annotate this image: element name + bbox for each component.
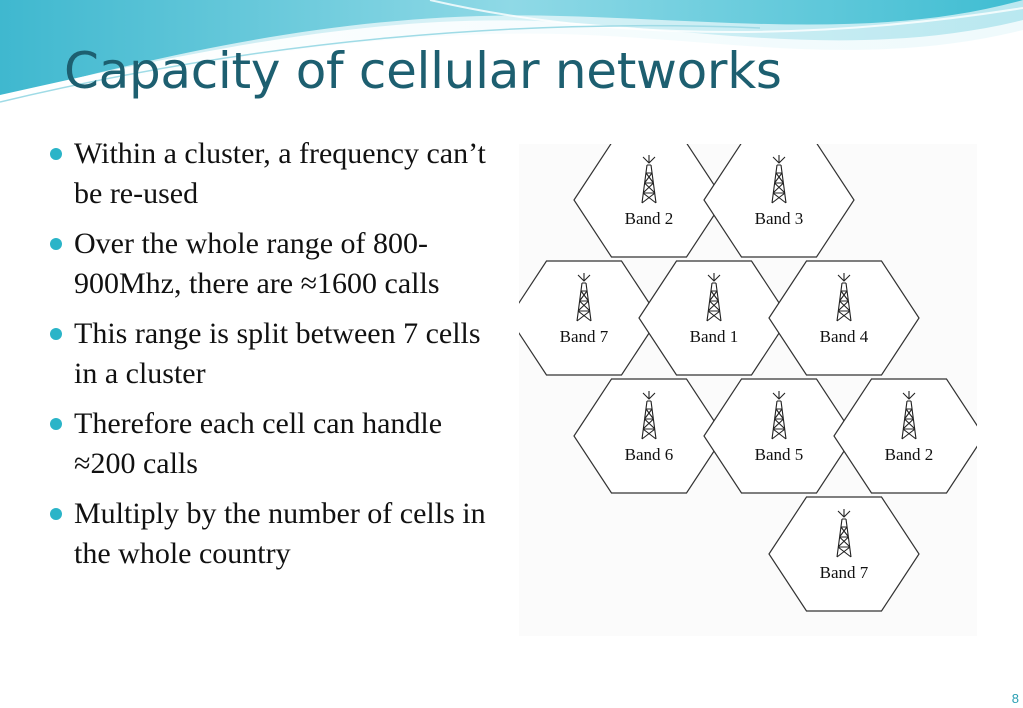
cell-band-label: Band 7 [560,327,609,346]
bullet-text: This range is split between 7 cells in a… [74,317,481,390]
cell-tower-icon [836,273,852,322]
cell-tower-icon [576,273,592,322]
cell-band-label: Band 4 [820,327,869,346]
hex-cell: Band 7 [768,496,920,612]
hex-cell: Band 2 [573,142,725,258]
bullet-icon [50,148,62,160]
bullet-item: Therefore each cell can handle ≈200 call… [46,404,506,484]
bullet-item: This range is split between 7 cells in a… [46,314,506,394]
slide-title: Capacity of cellular networks [64,42,782,100]
header-wave-decoration [0,0,1023,105]
cell-band-label: Band 3 [755,209,804,228]
bullet-icon [50,238,62,250]
bullet-list: Within a cluster, a frequency can’t be r… [46,134,506,584]
hex-cell: Band 1 [638,260,790,376]
cell-tower-icon [641,155,657,204]
bullet-text: Over the whole range of 800-900Mhz, ther… [74,227,440,300]
hexagon-outline [508,260,660,376]
bullet-item: Within a cluster, a frequency can’t be r… [46,134,506,214]
hexagon-outline [768,496,920,612]
cell-tower-icon [771,391,787,440]
hex-cell: Band 4 [768,260,920,376]
hex-cell: Band 7 [508,260,660,376]
cell-band-label: Band 6 [625,445,674,464]
hexagon-outline [768,260,920,376]
hex-cell: Band 6 [573,378,725,494]
cell-band-label: Band 2 [625,209,674,228]
bullet-text: Multiply by the number of cells in the w… [74,497,486,570]
bullet-icon [50,418,62,430]
cell-tower-icon [641,391,657,440]
cell-tower-icon [706,273,722,322]
cell-band-label: Band 5 [755,445,804,464]
bullet-text: Therefore each cell can handle ≈200 call… [74,407,443,480]
cell-tower-icon [901,391,917,440]
hex-cell: Band 3 [703,142,855,258]
cell-band-label: Band 2 [885,445,934,464]
cell-band-label: Band 7 [820,563,869,582]
bullet-text: Within a cluster, a frequency can’t be r… [74,137,486,210]
bullet-item: Over the whole range of 800-900Mhz, ther… [46,224,506,304]
cell-band-label: Band 1 [690,327,739,346]
cell-tower-icon [836,509,852,558]
hex-cell: Band 5 [703,378,855,494]
cell-cluster-diagram: Band 2 Band 3 Band 7 Band 1 Band 4 Band 6 Band… [508,142,985,636]
bullet-icon [50,328,62,340]
bullet-icon [50,508,62,520]
hex-grid: Band 2 Band 3 Band 7 Band 1 Band 4 Band 6 Band… [508,142,985,612]
slide-number: 8 [1011,691,1019,706]
bullet-item: Multiply by the number of cells in the w… [46,494,506,574]
hex-cell: Band 2 [833,378,985,494]
cell-tower-icon [771,155,787,204]
